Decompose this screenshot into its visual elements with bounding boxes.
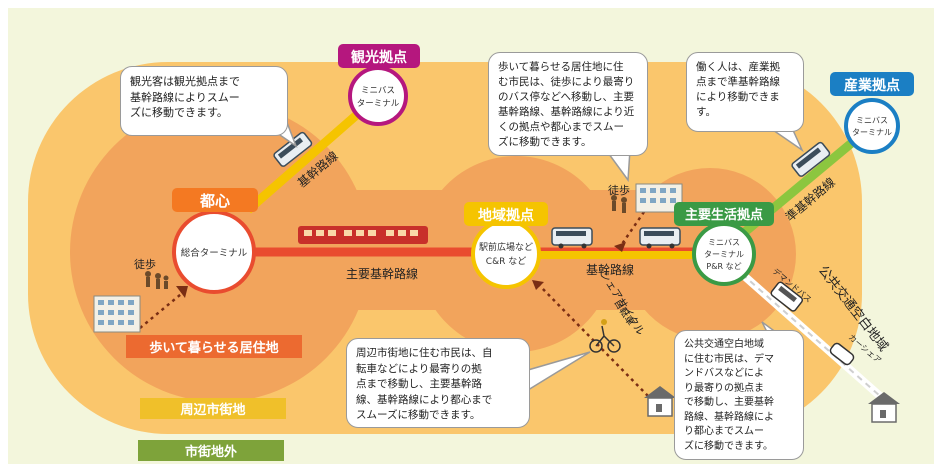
walk-label-right: 徒歩 bbox=[608, 183, 630, 197]
bus-icon-tourism-route bbox=[273, 131, 313, 167]
trunk-route-label-east: 基幹路線 bbox=[586, 262, 634, 277]
tourism-hub-title: 観光拠点 bbox=[351, 49, 407, 66]
bus-icon-regional-2 bbox=[639, 227, 681, 249]
walkable-zone-text: 歩いて暮らせる居住地 bbox=[149, 340, 278, 356]
industry-title-box bbox=[830, 72, 914, 96]
industry-hub-title: 産業拠点 bbox=[844, 77, 900, 94]
city-center-hub: 都心 総合ターミナル bbox=[172, 188, 258, 294]
tourism-hub-line2: ターミナル bbox=[357, 99, 400, 109]
walk-path-left bbox=[139, 289, 187, 329]
tourism-hub-line1: ミニバス bbox=[361, 86, 395, 96]
outer-zone-text: 市街地外 bbox=[185, 444, 237, 460]
living-hub-line2: ターミナル bbox=[704, 250, 744, 259]
walk-label-left: 徒歩 bbox=[134, 257, 156, 271]
living-hub: 主要生活拠点 ミニバス ターミナル P&R など bbox=[674, 202, 774, 286]
outer-zone-label: 市街地外 bbox=[138, 440, 284, 461]
house-icon-gap-area bbox=[868, 392, 900, 423]
bus-icon-regional-1 bbox=[551, 227, 593, 249]
walk-path-left-arrowhead bbox=[176, 286, 188, 298]
gap-area-residents-callout: 公共交通空白地域 に住む市民は、デマ ンドバスなどによ り最寄りの拠点ま で移動… bbox=[674, 330, 804, 460]
pedestrians-icon-left bbox=[145, 271, 169, 289]
train-icon bbox=[298, 226, 428, 244]
industry-hub: 産業拠点 ミニバス ターミナル bbox=[830, 72, 914, 154]
apartment-building-icon-left bbox=[93, 295, 141, 333]
regional-hub-line2: C&R など bbox=[486, 256, 526, 267]
city-center-title: 都心 bbox=[199, 192, 230, 210]
general-terminal-label: 総合ターミナル bbox=[181, 247, 248, 259]
walk-path-right-arrowhead bbox=[614, 242, 626, 252]
industry-hub-line2: ターミナル bbox=[852, 128, 892, 137]
workers-callout: 働く人は、産業拠 点まで準基幹路線 により移動できま す。 bbox=[686, 52, 804, 132]
regional-hub-title: 地域拠点 bbox=[478, 207, 534, 224]
regional-hub: 地域拠点 駅前広場など C&R など bbox=[464, 202, 548, 289]
industry-hub-line1: ミニバス bbox=[856, 116, 888, 125]
walkable-zone-label: 歩いて暮らせる居住地 bbox=[126, 335, 302, 358]
trunk-route-line-tourism bbox=[245, 94, 379, 214]
bus-icon-sub-trunk-route bbox=[791, 141, 831, 177]
cyclist-icon bbox=[589, 319, 621, 353]
regional-hub-line1: 駅前広場など bbox=[479, 241, 533, 253]
city-center-title-box bbox=[172, 188, 258, 212]
car-icon bbox=[829, 342, 855, 366]
suburban-residents-callout: 周辺市街地に住む市民は、自 転車などにより最寄りの拠 点まで移動し、主要基幹路 … bbox=[346, 338, 530, 428]
living-hub-line3: P&R など bbox=[706, 262, 741, 271]
tourism-title-box bbox=[338, 44, 420, 68]
suburban-zone-text: 周辺市街地 bbox=[180, 402, 245, 418]
living-title-box bbox=[674, 202, 774, 226]
cycle-path-arrowhead bbox=[532, 280, 544, 290]
main-trunk-route-label: 主要基幹路線 bbox=[346, 266, 418, 281]
demand-bus-road-center bbox=[741, 273, 881, 397]
demand-bus-icon bbox=[770, 281, 804, 312]
walkable-residents-callout: 歩いて暮らせる居住地に住 む市民は、徒歩により最寄り のバス停などへ移動し、主要… bbox=[488, 52, 648, 156]
suburban-zone-label: 周辺市街地 bbox=[140, 398, 286, 419]
house-icon-suburban bbox=[644, 386, 676, 417]
tourism-hub: 観光拠点 ミニバス ターミナル bbox=[338, 44, 420, 126]
pedestrians-icon-right bbox=[611, 195, 627, 213]
living-hub-line1: ミニバス bbox=[708, 238, 740, 247]
living-hub-title: 主要生活拠点 bbox=[685, 207, 763, 223]
tourists-callout: 観光客は観光拠点まで 基幹路線によりスムー ズに移動できます。 bbox=[120, 66, 288, 136]
regional-title-box bbox=[464, 202, 548, 226]
